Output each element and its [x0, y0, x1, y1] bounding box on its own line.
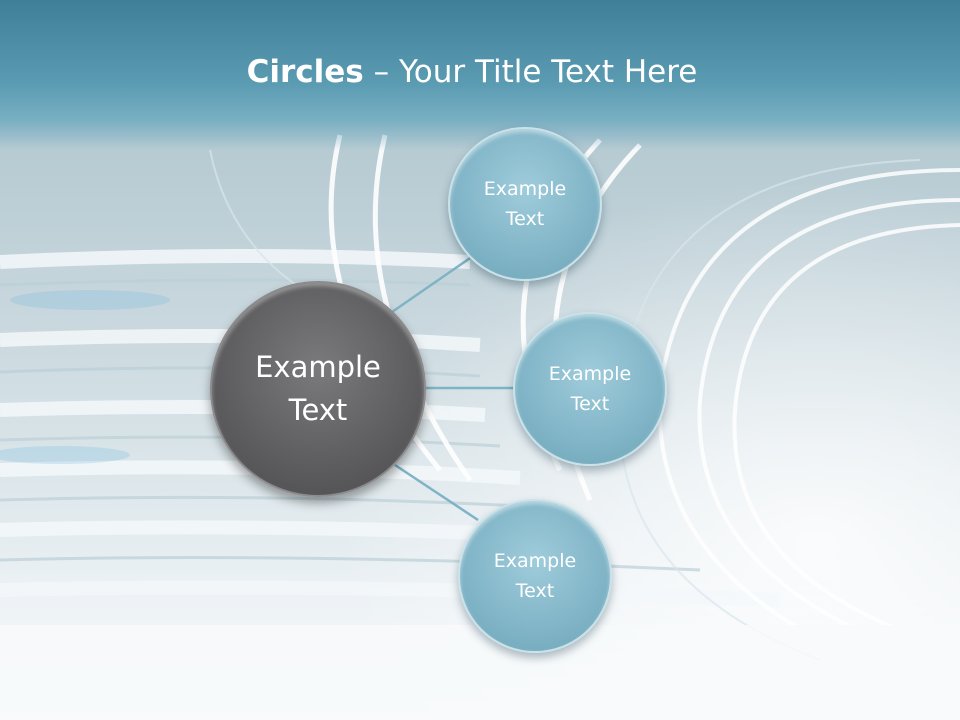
- title-bold-part: Circles: [246, 54, 364, 90]
- title-band: [0, 0, 960, 150]
- satellite-circle-2-label: Example Text: [548, 362, 632, 415]
- satellite-circle-1: Example Text: [448, 127, 602, 281]
- satellite-circle-2: Example Text: [513, 312, 667, 466]
- slide-title: Circles – Your Title Text Here: [0, 54, 944, 90]
- satellite-circle-1-label: Example Text: [483, 177, 567, 230]
- title-dash: –: [363, 54, 399, 90]
- satellite-circle-3-label: Example Text: [493, 549, 577, 602]
- connector-line-1: [391, 252, 477, 314]
- title-rest: Your Title Text Here: [398, 54, 698, 90]
- hub-circle: Example Text: [210, 281, 426, 497]
- hub-circle-label: Example Text: [255, 349, 381, 428]
- satellite-circle-3: Example Text: [458, 499, 612, 653]
- connector-line-3: [394, 463, 479, 522]
